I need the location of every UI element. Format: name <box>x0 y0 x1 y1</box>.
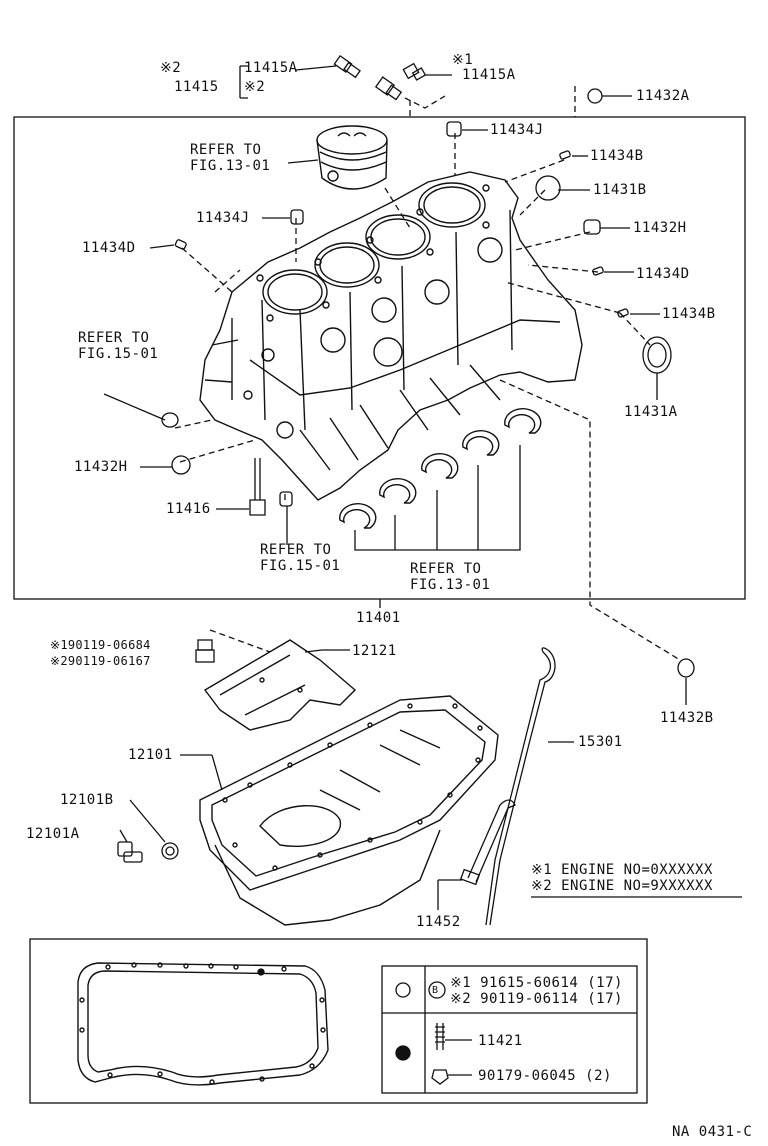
label-11401: 11401 <box>356 610 401 626</box>
plugs-right <box>446 121 672 400</box>
circle-b-letter: B <box>432 985 439 996</box>
refer-13-01-bottom-line1: REFER TO <box>410 561 482 577</box>
note-mark-2a: ※2 <box>160 60 182 76</box>
label-11434D-right: 11434D <box>636 266 690 282</box>
union-fitting-2 <box>402 62 427 81</box>
legend-nut: 90179-06045 (2) <box>478 1068 612 1084</box>
label-15301: 15301 <box>578 734 623 750</box>
gasket-box <box>29 938 648 1104</box>
note-mark-2b: ※2 <box>244 79 266 95</box>
engine-note-2: ※2 ENGINE NO=9XXXXXX <box>531 878 713 894</box>
label-12101: 12101 <box>128 747 173 763</box>
main-bearings <box>339 408 542 529</box>
label-11452: 11452 <box>416 914 461 930</box>
oil-pan <box>199 695 499 926</box>
oil-pan-gasket <box>77 962 329 1086</box>
refer-15-01-left-line2: FIG.15-01 <box>78 346 159 362</box>
note-mark-1a: ※1 <box>452 52 474 68</box>
label-11415A-top: 11415A <box>244 60 298 76</box>
label-11434J-left: 11434J <box>196 210 250 226</box>
refer-13-01-top-line2: FIG.13-01 <box>190 158 271 174</box>
cylinder-block <box>199 171 583 501</box>
label-12121: 12121 <box>352 643 397 659</box>
piston-ref <box>316 125 388 190</box>
bolt-label-1: ※190119-06684 <box>50 638 151 652</box>
label-11434J-top: 11434J <box>490 122 544 138</box>
refer-13-01-bottom-line2: FIG.13-01 <box>410 577 491 593</box>
refer-15-01-left-line1: REFER TO <box>78 330 150 346</box>
label-12101B: 12101B <box>60 792 114 808</box>
label-11432A: 11432A <box>636 88 690 104</box>
legend-box <box>381 965 638 1094</box>
union-fitting-3 <box>374 76 403 101</box>
dipstick <box>485 647 556 926</box>
label-11434B-right: 11434B <box>662 306 716 322</box>
label-12101A: 12101A <box>26 826 80 842</box>
label-11431B: 11431B <box>593 182 647 198</box>
label-11434B-top: 11434B <box>590 148 644 164</box>
bracket-11415 <box>239 65 248 99</box>
label-11415: 11415 <box>174 79 219 95</box>
refer-15-01-bottom-line2: FIG.15-01 <box>260 558 341 574</box>
figure-code: NA 0431-C <box>672 1124 753 1140</box>
refer-15-01-bottom-line1: REFER TO <box>260 542 332 558</box>
legend-bolt-2: ※2 90119-06114 (17) <box>450 991 623 1007</box>
bolt-label-2: ※290119-06167 <box>50 654 151 668</box>
union-fitting-1 <box>333 54 361 79</box>
refer-13-01-top-line1: REFER TO <box>190 142 262 158</box>
plugs-left <box>103 209 304 545</box>
legend-stud: 11421 <box>478 1033 523 1049</box>
label-11416: 11416 <box>166 501 211 517</box>
label-11431A: 11431A <box>624 404 678 420</box>
label-11434D-left: 11434D <box>82 240 136 256</box>
legend-bolt-1: ※1 91615-60614 (17) <box>450 975 623 991</box>
baffle-plate <box>203 639 357 731</box>
label-11432B: 11432B <box>660 710 714 726</box>
label-11432H-right: 11432H <box>633 220 687 236</box>
engine-note-1: ※1 ENGINE NO=0XXXXXX <box>531 862 713 878</box>
label-11432H-left: 11432H <box>74 459 128 475</box>
label-11415A-right: 11415A <box>462 67 516 83</box>
dipstick-guide <box>459 799 516 886</box>
